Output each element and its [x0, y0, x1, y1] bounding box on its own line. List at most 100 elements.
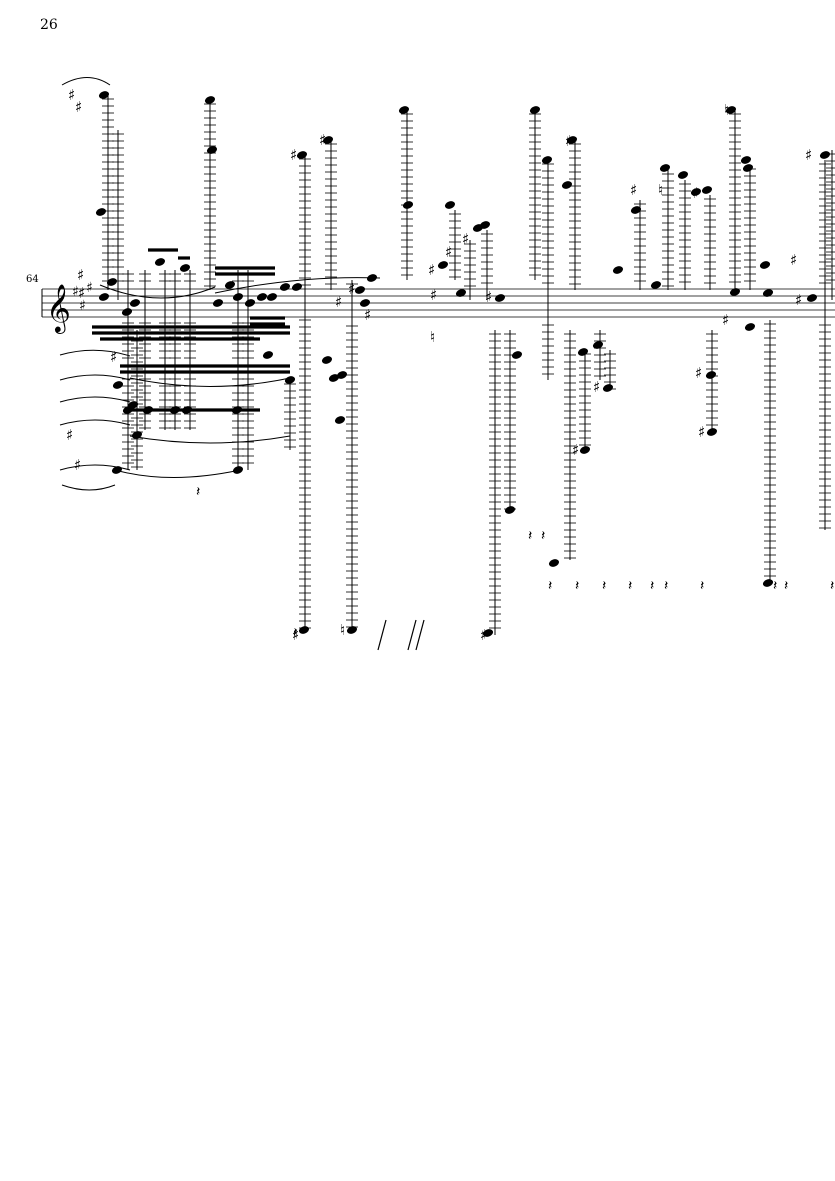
measure-number: 64	[26, 274, 39, 285]
notehead	[479, 221, 491, 229]
notehead	[346, 626, 358, 634]
accidental: ♯	[290, 146, 297, 164]
accidental: ♯	[692, 184, 699, 202]
accidental: ♯	[480, 626, 487, 644]
quarter-rest: 𝄽	[773, 578, 777, 594]
accidental: ♯	[790, 251, 797, 269]
notehead	[129, 299, 141, 307]
notehead	[262, 351, 274, 359]
notehead	[437, 261, 449, 269]
accidental: ♯	[698, 423, 705, 441]
ledger-column	[122, 270, 134, 470]
notehead	[744, 323, 756, 331]
accidental: ♯	[695, 364, 702, 382]
notehead	[541, 156, 553, 164]
ledger-column	[489, 330, 501, 635]
notehead	[548, 559, 560, 567]
treble-clef: 𝄞	[46, 283, 71, 334]
quarter-rest: 𝄽	[575, 578, 579, 594]
notehead	[398, 106, 410, 114]
notehead	[98, 91, 110, 99]
ledger-columns	[102, 95, 835, 635]
notehead	[336, 371, 348, 379]
ledger-column	[159, 270, 171, 430]
notehead	[204, 96, 216, 104]
rests: 𝄽𝄽𝄽𝄽𝄽𝄽𝄽𝄽𝄽𝄽𝄽𝄽𝄽𝄽	[196, 484, 834, 641]
notehead	[112, 381, 124, 389]
notehead	[677, 171, 689, 179]
ledger-column	[826, 150, 835, 300]
ledger-column	[706, 330, 718, 430]
accidental: ♯	[335, 293, 342, 311]
notehead	[759, 261, 771, 269]
notehead	[494, 294, 506, 302]
notehead	[298, 626, 310, 634]
notehead	[592, 341, 604, 349]
notehead	[602, 384, 614, 392]
accidental: ♯	[428, 261, 435, 279]
notehead	[142, 406, 154, 414]
ledger-column	[139, 270, 151, 430]
ledger-column	[529, 110, 541, 280]
notehead	[95, 208, 107, 216]
notehead	[232, 293, 244, 301]
quarter-rest: 𝄽	[650, 578, 654, 594]
grace-clusters	[377, 619, 425, 651]
notehead	[206, 146, 218, 154]
quarter-rest: 𝄽	[830, 578, 834, 594]
notehead	[762, 579, 774, 587]
quarter-rest: 𝄽	[664, 578, 668, 594]
notehead	[529, 106, 541, 114]
key-signature: ♯ ♯ ♯	[72, 280, 93, 314]
beams	[92, 248, 290, 412]
ledger-column	[284, 380, 296, 450]
accidental: ♯	[348, 280, 355, 298]
ledger-column	[542, 160, 554, 380]
ledger-column	[325, 140, 337, 290]
notehead	[690, 188, 702, 196]
ledger-column	[764, 320, 776, 580]
notehead	[212, 299, 224, 307]
ledger-column	[604, 350, 616, 390]
ledger-column	[634, 200, 646, 290]
accidental: ♯	[66, 426, 73, 444]
ledger-column	[679, 180, 691, 290]
ledger-column	[449, 210, 461, 280]
notehead	[322, 136, 334, 144]
notehead	[256, 293, 268, 301]
notehead	[659, 164, 671, 172]
quarter-rest: 𝄽	[196, 484, 200, 500]
notehead	[106, 278, 118, 286]
notehead	[725, 106, 737, 114]
notehead	[729, 288, 741, 296]
accidental: ♮	[340, 621, 345, 639]
ledger-column	[112, 130, 124, 300]
notehead	[762, 289, 774, 297]
notehead	[121, 308, 133, 316]
accidental: ♯	[74, 456, 81, 474]
ledger-column	[729, 110, 741, 290]
notehead	[650, 281, 662, 289]
accidental: ♯	[319, 131, 326, 149]
notehead	[321, 356, 333, 364]
accidental: ♯	[110, 348, 117, 366]
ledger-column	[169, 270, 181, 430]
accidental: ♮	[658, 181, 663, 199]
accidental: ♮	[430, 328, 435, 346]
accidental: ♯	[68, 86, 75, 104]
accidental: ♯	[78, 284, 85, 302]
accidental: ♯	[722, 311, 729, 329]
accidental: ♯	[805, 146, 812, 164]
notehead	[111, 466, 123, 474]
ledger-column	[184, 270, 196, 430]
ledger-column	[662, 170, 674, 290]
ledger-column	[564, 330, 576, 560]
notehead	[444, 201, 456, 209]
notehead	[98, 293, 110, 301]
svg-text:♯: ♯	[86, 280, 93, 296]
notehead	[244, 299, 256, 307]
ledger-column	[594, 330, 606, 380]
ledger-column	[102, 95, 114, 290]
notehead	[279, 283, 291, 291]
ledger-column	[346, 280, 358, 630]
